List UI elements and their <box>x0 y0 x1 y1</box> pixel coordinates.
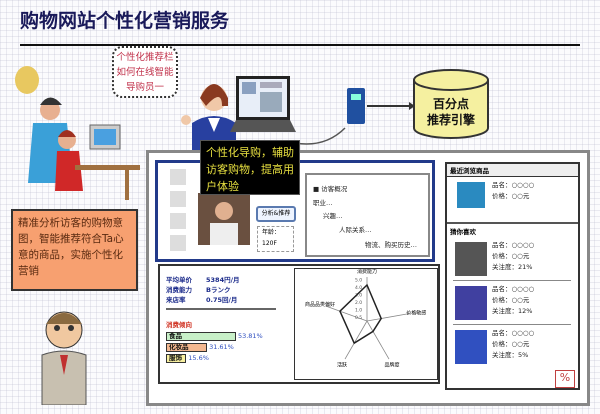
radar-axis-label: 活跃 <box>337 361 347 368</box>
stat-label: 消费能力 <box>166 286 192 294</box>
radar-axis-label: 消费能力 <box>357 268 377 275</box>
radar-tick-label: 1.0 <box>355 307 362 313</box>
radar-tick-label: 4.0 <box>355 285 362 291</box>
product-name: 品名：○○○○ <box>492 285 535 293</box>
stat-value: 5384円/月 <box>206 276 240 284</box>
engine-line: 推荐引擎 <box>426 113 475 127</box>
stat-value: 0.75回/月 <box>206 296 238 304</box>
stamp-icon: % <box>555 370 575 388</box>
product-attention: 关注度：21% <box>492 263 533 271</box>
analysis-note: 精准分析访客的购物意图，智能推荐符合Ta心意的商品，实施个性化营销 <box>11 209 138 291</box>
tendency-title: 消费倾向 <box>166 321 192 329</box>
tendency-bar: 化妆品 <box>166 342 208 352</box>
guess-title: 猜你喜欢 <box>447 222 578 238</box>
stats-divider <box>166 308 276 310</box>
age-label: 年龄： <box>262 229 281 236</box>
profile-heading-text: 访客概况 <box>321 185 348 193</box>
item-divider <box>453 280 571 281</box>
tendency-bar: 服饰 <box>166 353 187 363</box>
recent-title: 最近浏览商品 <box>447 164 578 177</box>
product-price: 价格：○○元 <box>492 340 530 348</box>
database-cylinder-icon <box>413 69 489 139</box>
product-info: 品名：○○○○ 价格：○○元关注度：12% <box>492 284 534 317</box>
visitor-profile: ■ 访客概况 职业… 兴趣… 人际关系… 物流、购买历史… <box>305 173 430 257</box>
businessman-illustration <box>41 311 87 405</box>
radar-tick-label: 2.0 <box>355 300 362 306</box>
title-divider <box>20 44 580 46</box>
stat-label: 来店率 <box>166 296 186 304</box>
profile-line: 人际关系… <box>339 226 372 234</box>
age-box: 年龄： 120F <box>257 226 294 252</box>
thumbnail-strip <box>170 169 186 251</box>
radar-tick-label: 3.0 <box>355 292 362 298</box>
bubble-line: 个性化推荐栏 <box>116 52 174 63</box>
visitor-photo <box>198 193 250 245</box>
analyze-recommend-button[interactable]: 分析&推荐 <box>256 206 296 222</box>
customers-at-computer-illustration <box>15 66 140 200</box>
server-device-icon <box>347 88 415 124</box>
profile-line: 职业… <box>313 199 333 207</box>
tendency-bar-value: 15.6% <box>188 354 209 362</box>
product-info: 品名：○○○○ 价格：○○元关注度：21% <box>492 240 534 273</box>
connection-cable <box>294 127 346 145</box>
tendency-bar-value: 31.61% <box>209 343 234 351</box>
stat-label: 平均单价 <box>166 276 192 284</box>
stat-row: 来店率 0.75回/月 <box>166 295 276 305</box>
shop-assistant-illustration <box>181 84 236 150</box>
product-image[interactable] <box>455 242 487 276</box>
profile-heading: ■ 访客概况 <box>313 185 348 193</box>
product-name: 品名：○○○○ <box>492 241 535 249</box>
tendency-bar: 食品 <box>166 331 236 341</box>
radar-tick-label: 0.5 <box>355 315 362 321</box>
radar-tick-label: 5.0 <box>355 277 362 283</box>
product-attention: 关注度：5% <box>492 351 529 359</box>
profile-line: 物流、购买历史… <box>365 241 417 249</box>
product-name: 品名：○○○○ <box>492 181 535 189</box>
product-name: 品名：○○○○ <box>492 329 535 337</box>
laptop-icon <box>230 76 296 132</box>
product-image[interactable] <box>455 286 487 320</box>
radar-series <box>339 283 383 345</box>
engine-line: 百分点 <box>432 97 469 111</box>
recommendation-engine-label: 百分点推荐引擎 <box>412 96 490 128</box>
product-price: 价格：○○元 <box>492 252 530 260</box>
profile-line: 兴趣… <box>323 212 343 220</box>
radar-axis <box>325 305 368 322</box>
item-divider <box>453 324 571 325</box>
radar-axis <box>366 320 390 360</box>
product-price: 价格：○○元 <box>492 192 530 200</box>
recent-product-image[interactable] <box>457 182 485 208</box>
product-info: 品名：○○○○ 价格：○○元关注度：5% <box>492 328 534 361</box>
recent-product-info: 品名：○○○○ 价格：○○元 <box>492 180 534 202</box>
stat-row: 平均单价 5384円/月 <box>166 275 276 285</box>
product-image[interactable] <box>455 330 487 364</box>
radar-axis-label: 商品品类偏好 <box>305 301 335 308</box>
guide-callout: 个性化导购，辅助访客购物，提高用户体验 <box>200 140 300 195</box>
tendency-bar-value: 53.81% <box>237 332 263 340</box>
product-attention: 关注度：12% <box>492 307 533 315</box>
radar-axis-label: 品牌度 <box>384 361 399 368</box>
bubble-line: 导购员一 <box>125 82 164 93</box>
recommendation-sidebar: 最近浏览商品 品名：○○○○ 价格：○○元 猜你喜欢 品名：○○○○ 价格：○○元关… <box>445 162 580 390</box>
radar-axis <box>366 312 411 322</box>
bubble-line: 如何在线智能 <box>116 67 174 78</box>
radar-axis <box>344 320 368 360</box>
speech-bubble: 个性化推荐栏 如何在线智能 导购员一 <box>112 46 178 98</box>
radar-axis-label: 价格敏感 <box>406 309 426 316</box>
stat-row: 消费能力 Bランク <box>166 285 276 295</box>
product-price: 价格：○○元 <box>492 296 530 304</box>
age-value: 120F <box>262 240 277 247</box>
page-title: 购物网站个性化营销服务 <box>20 10 230 32</box>
stat-value: Bランク <box>206 286 231 294</box>
